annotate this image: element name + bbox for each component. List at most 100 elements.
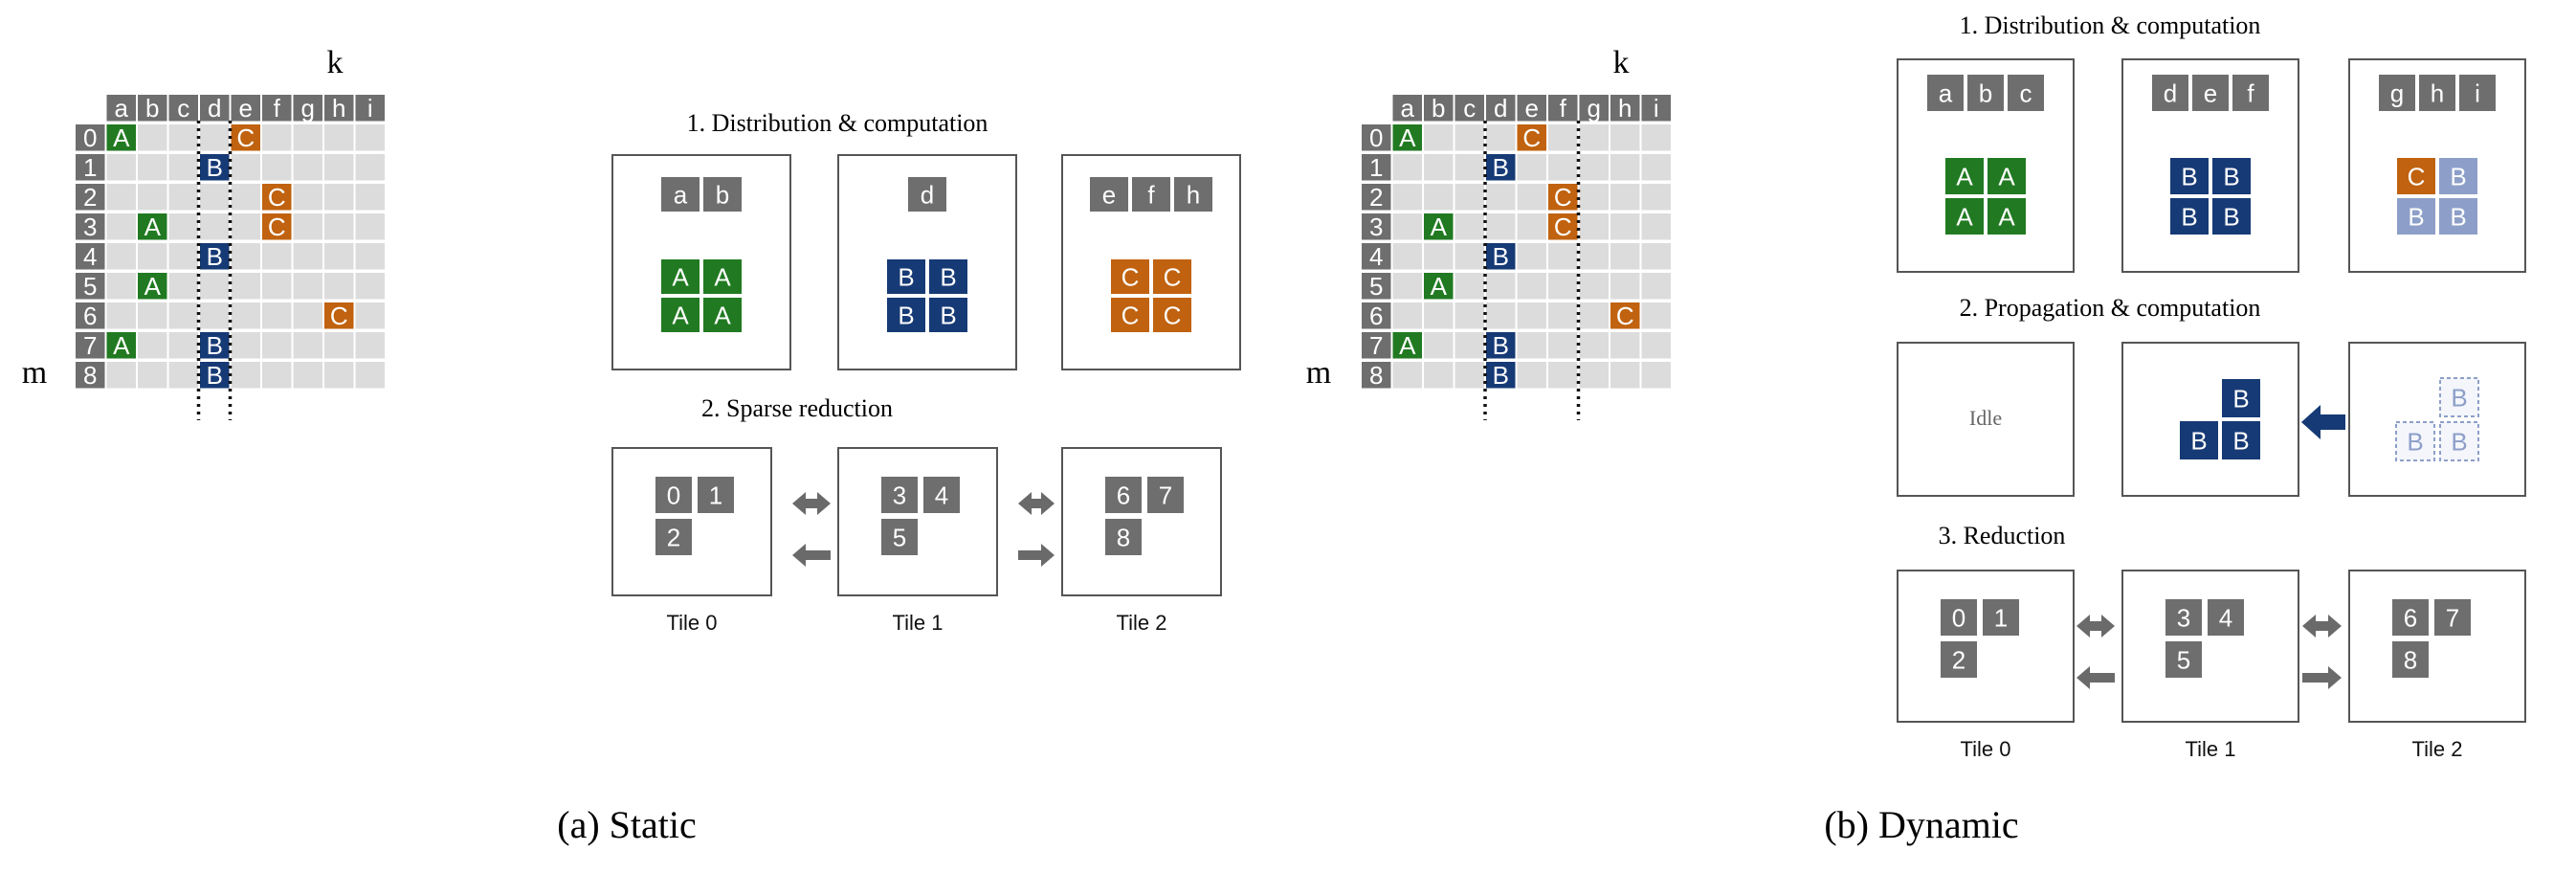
matrix-cell — [262, 332, 292, 359]
matrix-cell — [1579, 124, 1609, 151]
matrix-cell — [1610, 332, 1640, 359]
block-B — [2395, 421, 2435, 461]
matrix-cell — [262, 124, 292, 151]
matrix-cell — [1641, 124, 1671, 151]
matrix-entry-A-label: A — [144, 272, 162, 301]
matrix-row-header-label: 1 — [1369, 153, 1383, 182]
matrix-cell — [168, 184, 198, 211]
matrix-row-header-label: 3 — [83, 213, 97, 241]
reduction-block — [1105, 477, 1142, 513]
matrix-row-header — [1362, 243, 1391, 270]
matrix-row-header — [1362, 184, 1391, 211]
block-A-label: A — [714, 262, 731, 291]
matrix-entry-C — [1548, 213, 1578, 240]
matrix-col-header-label: d — [208, 94, 221, 123]
matrix-cell — [1517, 154, 1546, 181]
matrix-cell — [200, 124, 230, 151]
matrix-cell — [355, 124, 385, 151]
matrix-cell — [200, 184, 230, 211]
matrix-cell — [355, 273, 385, 300]
matrix-cell — [262, 302, 292, 329]
matrix-row-header-label: 2 — [1369, 183, 1383, 212]
matrix-cell — [1392, 243, 1422, 270]
block-B-label: B — [2232, 384, 2249, 413]
matrix-row-header-label: 0 — [1369, 123, 1383, 152]
matrix-cell — [168, 213, 198, 240]
matrix-cell — [231, 154, 260, 181]
block-B-label: B — [2451, 427, 2467, 456]
matrix-cell — [1455, 273, 1484, 300]
block-B — [2170, 198, 2209, 235]
matrix-entry-B-label: B — [207, 361, 223, 390]
matrix-cell — [355, 213, 385, 240]
matrix-cell — [168, 243, 198, 270]
matrix-row-header — [1362, 362, 1391, 389]
matrix-entry-B — [1486, 332, 1516, 359]
matrix-row-header — [76, 302, 105, 329]
matrix-cell — [168, 302, 198, 329]
block-A — [1945, 198, 1984, 235]
matrix-entry-B — [1486, 362, 1516, 389]
block-A — [1988, 158, 2026, 194]
static-k-label: k — [327, 45, 344, 80]
matrix-cell — [231, 273, 260, 300]
block-B-label: B — [898, 301, 914, 329]
matrix-cell — [324, 124, 354, 151]
tile-header-cell-label: c — [2020, 78, 2032, 107]
reduction-block — [2434, 599, 2471, 636]
tile-header-cell — [2232, 75, 2269, 111]
matrix-row-header-label: 4 — [1369, 242, 1383, 271]
matrix-cell — [1455, 302, 1484, 329]
matrix-cell — [355, 154, 385, 181]
matrix-entry-B — [200, 362, 230, 389]
matrix-cell — [1610, 362, 1640, 389]
matrix-col-header — [355, 95, 385, 122]
tile-header-cell-label: a — [1939, 78, 1953, 107]
matrix-cell — [1392, 362, 1422, 389]
block-B-label: B — [2451, 383, 2467, 412]
matrix-cell — [138, 124, 167, 151]
matrix-cell — [106, 362, 136, 389]
matrix-entry-A — [1424, 213, 1454, 240]
matrix-col-header — [1579, 95, 1609, 122]
matrix-cell — [1424, 243, 1454, 270]
matrix-entry-A-label: A — [113, 331, 130, 360]
reduction-tile-panel — [1897, 570, 2075, 723]
matrix-col-header-label: a — [115, 94, 129, 123]
reduction-block-label: 5 — [893, 523, 906, 551]
matrix-cell — [106, 302, 136, 329]
matrix-cell — [293, 362, 322, 389]
matrix-row-header — [76, 154, 105, 181]
tile-header-cell-label: f — [1147, 180, 1155, 209]
matrix-cell — [355, 332, 385, 359]
block-B-label: B — [2181, 162, 2197, 190]
reduction-block-label: 0 — [1952, 603, 1965, 632]
static-step1-title: 1. Distribution & computation — [687, 109, 988, 137]
matrix-cell — [1641, 273, 1671, 300]
matrix-cell — [355, 184, 385, 211]
tile-label: Tile 2 — [2412, 737, 2463, 761]
matrix-entry-C-label: C — [1616, 302, 1634, 330]
matrix-row-header-label: 7 — [83, 331, 97, 360]
matrix-col-header-label: c — [177, 94, 189, 123]
block-B — [887, 259, 925, 294]
block-A-label: A — [1956, 162, 1973, 190]
matrix-entry-C-label: C — [330, 302, 348, 330]
matrix-cell — [138, 362, 167, 389]
matrix-row-header — [76, 184, 105, 211]
matrix-cell — [138, 332, 167, 359]
matrix-cell — [293, 273, 322, 300]
matrix-cell — [1641, 332, 1671, 359]
matrix-row-header — [1362, 273, 1391, 300]
matrix-col-header — [231, 95, 260, 122]
matrix-cell — [1424, 154, 1454, 181]
propagation-tile-panel — [2121, 342, 2299, 497]
matrix-entry-A — [1392, 124, 1422, 151]
matrix-cell — [324, 154, 354, 181]
matrix-entry-A-label: A — [1399, 123, 1416, 152]
matrix-row-header-label: 3 — [1369, 213, 1383, 241]
matrix-cell — [1641, 243, 1671, 270]
double-arrow — [2302, 615, 2342, 638]
reduction-block-label: 4 — [935, 481, 948, 509]
